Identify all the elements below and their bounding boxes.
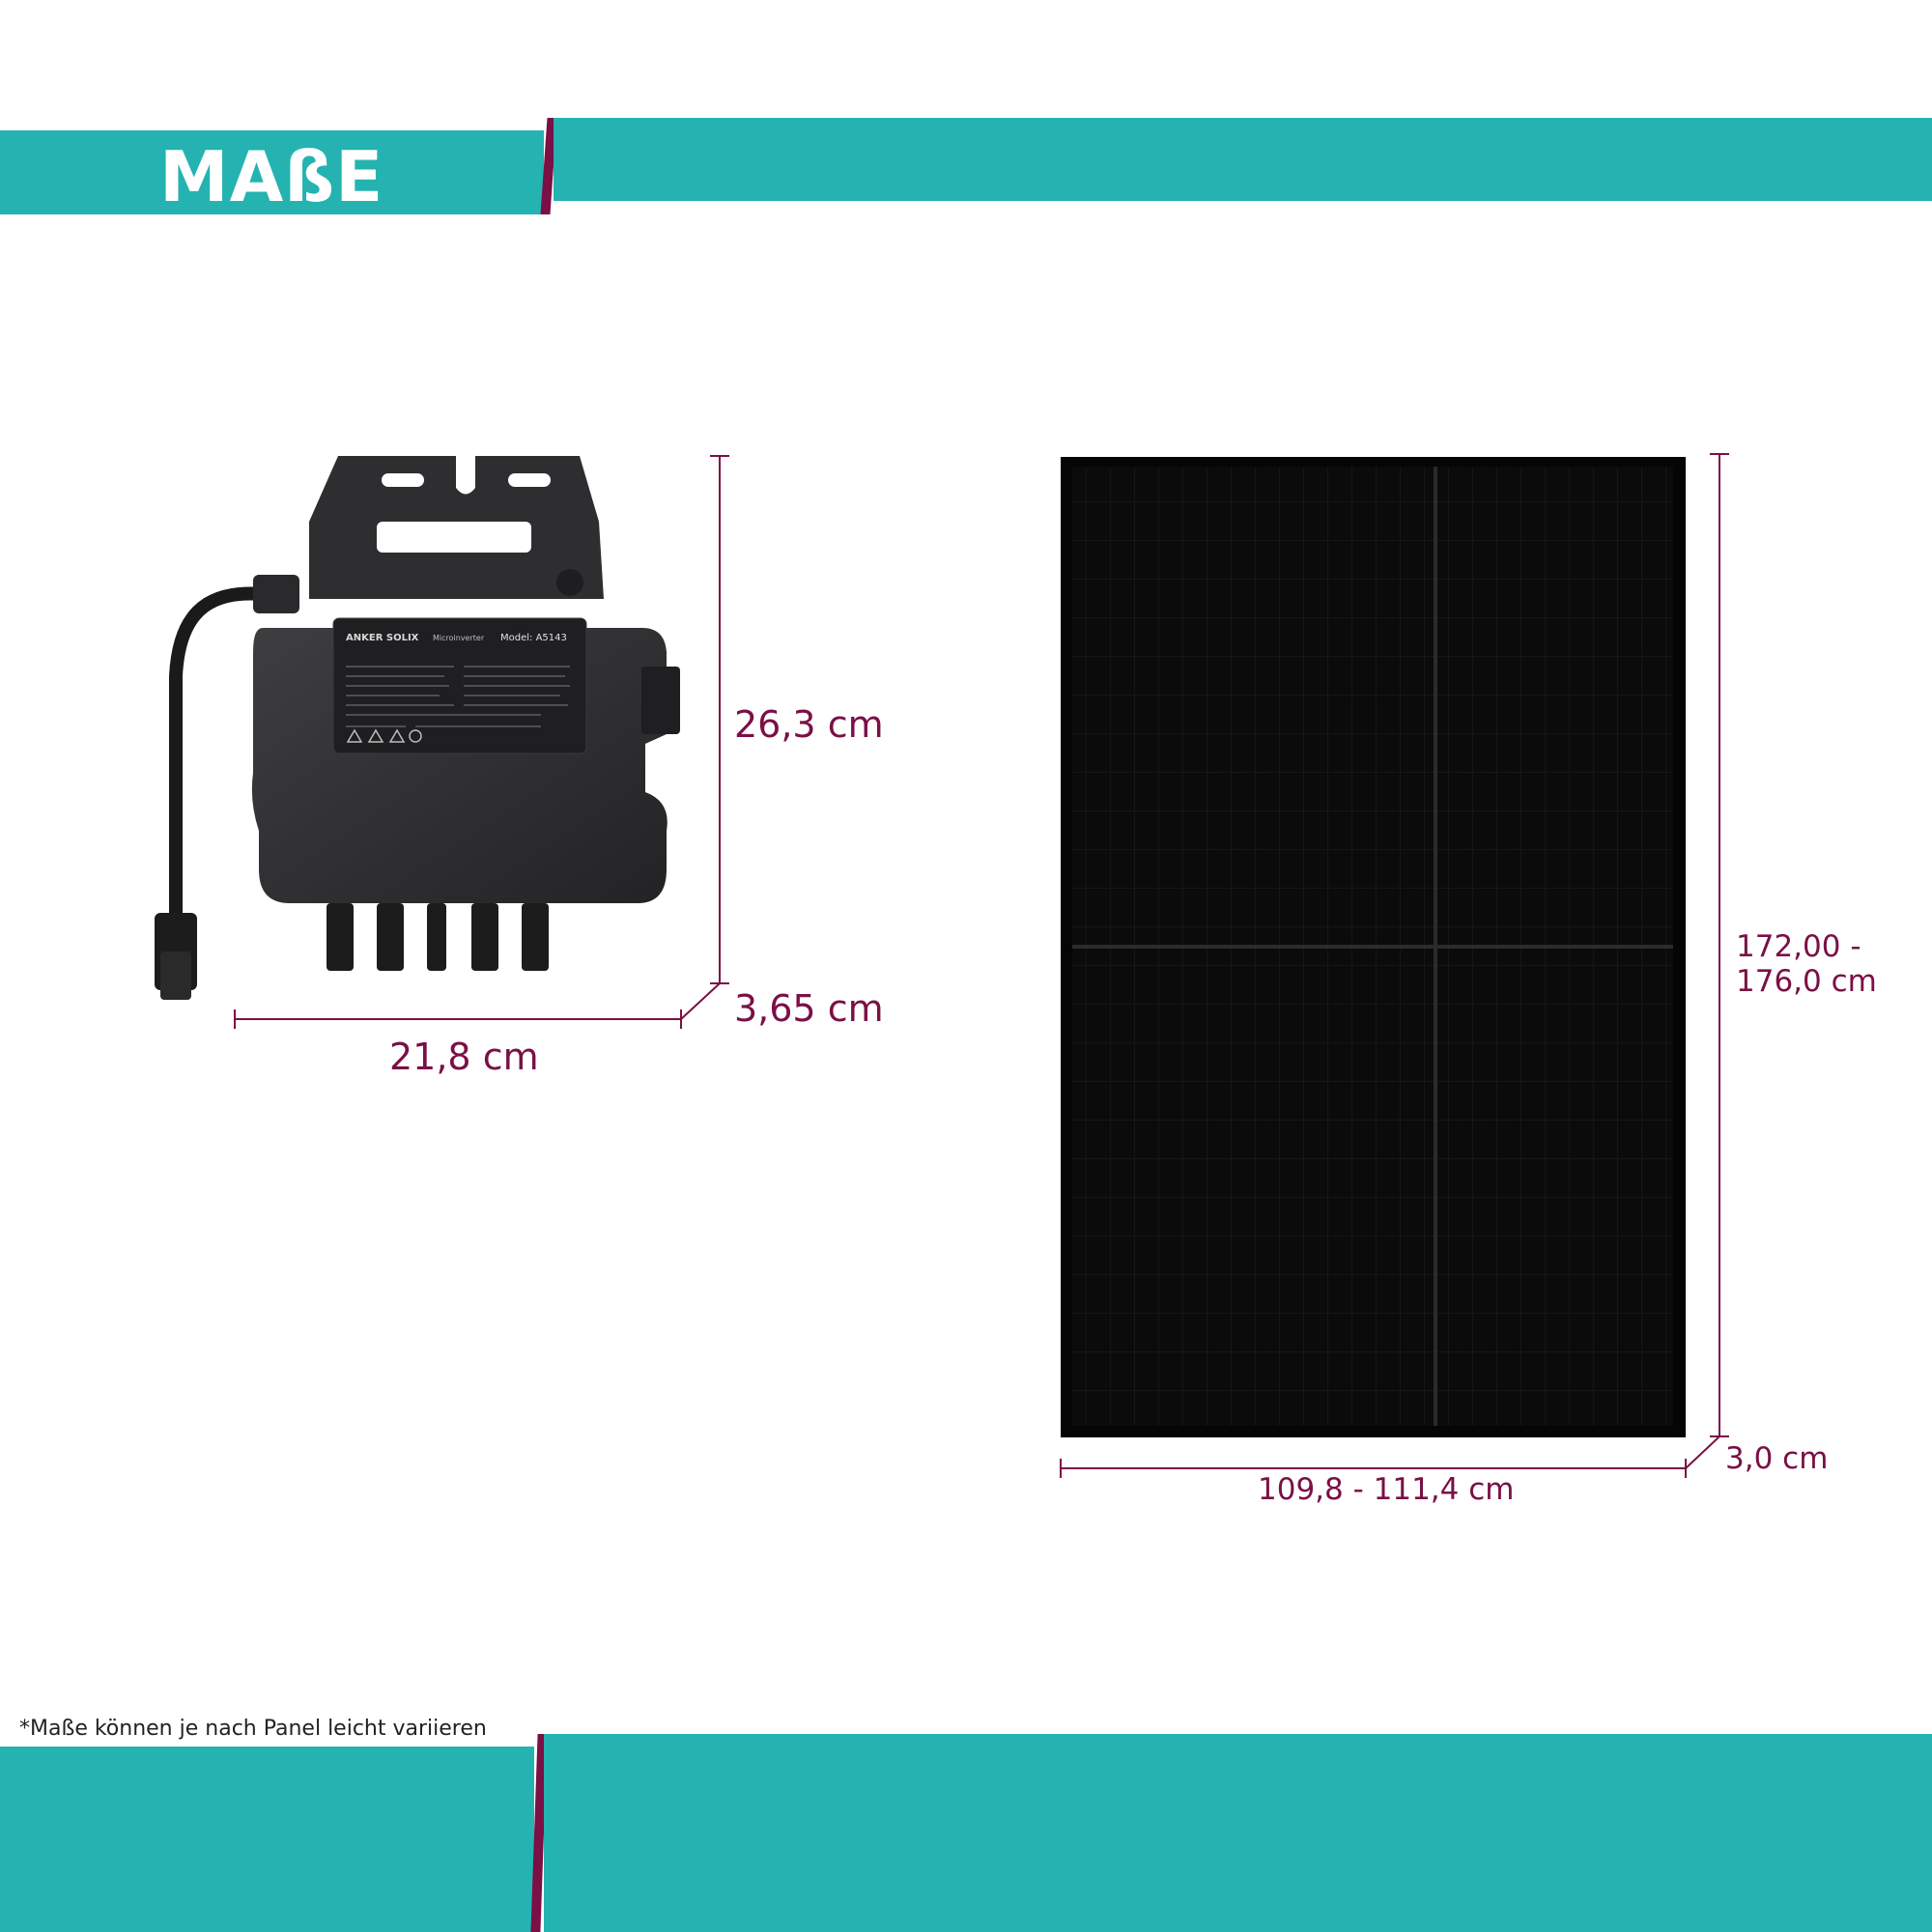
footer-band-right bbox=[544, 1734, 1932, 1932]
inverter-brand: ANKER SOLIX bbox=[346, 633, 419, 643]
footnote: *Maße können je nach Panel leicht variie… bbox=[19, 1717, 487, 1741]
panel-width-label: 109,8 - 111,4 cm bbox=[1258, 1472, 1515, 1507]
panel-height-label: 172,00 - 176,0 cm bbox=[1736, 929, 1877, 999]
panel-height-label-line2: 176,0 cm bbox=[1736, 964, 1877, 999]
header-bar: MAßE bbox=[0, 0, 1932, 232]
inverter-depth-label: 3,65 cm bbox=[734, 987, 884, 1030]
inverter-model: Model: A5143 bbox=[500, 633, 567, 643]
footer-band-left bbox=[0, 1747, 534, 1932]
panel-dimension-lines bbox=[1060, 453, 1729, 1478]
page-title: MAßE bbox=[159, 136, 384, 217]
solar-panel-image bbox=[1061, 457, 1686, 1437]
inverter-height-label: 26,3 cm bbox=[734, 703, 884, 746]
microinverter-image: ANKER SOLIX Microinverter Model: A5143 bbox=[155, 456, 680, 1000]
header-band-right bbox=[554, 118, 1932, 201]
inverter-dimension-lines bbox=[234, 455, 729, 1029]
header-band-left bbox=[0, 130, 544, 214]
inverter-width-label: 21,8 cm bbox=[389, 1036, 539, 1078]
inverter-product-label: Microinverter bbox=[433, 634, 485, 642]
panel-depth-label: 3,0 cm bbox=[1725, 1441, 1829, 1476]
panel-height-label-line1: 172,00 - bbox=[1736, 929, 1861, 964]
